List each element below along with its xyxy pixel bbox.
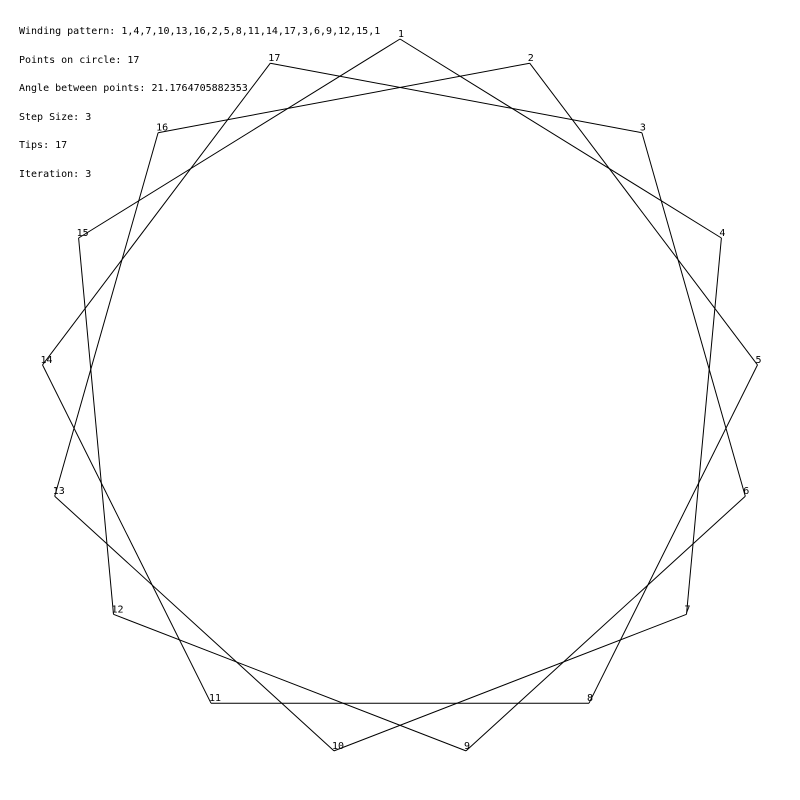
point-label-17: 17 bbox=[268, 53, 280, 64]
star-edge-13-16 bbox=[54, 132, 159, 497]
point-label-11: 11 bbox=[209, 693, 221, 704]
star-edge-2-5 bbox=[529, 62, 758, 366]
point-label-1: 1 bbox=[398, 29, 404, 40]
star-edge-12-15 bbox=[78, 237, 114, 615]
point-label-3: 3 bbox=[640, 123, 646, 134]
star-edge-7-10 bbox=[333, 613, 687, 752]
angle-between-points-text: Angle between points: 21.1764705882353 bbox=[19, 83, 248, 94]
point-label-8: 8 bbox=[587, 693, 593, 704]
point-label-4: 4 bbox=[719, 228, 725, 239]
star-edge-16-2 bbox=[158, 62, 530, 134]
point-label-14: 14 bbox=[41, 355, 53, 366]
point-label-12: 12 bbox=[112, 604, 124, 615]
star-edge-14-17 bbox=[42, 62, 271, 366]
points-on-circle-text: Points on circle: 17 bbox=[19, 54, 140, 66]
step-size-text: Step Size: 3 bbox=[19, 111, 92, 123]
point-label-2: 2 bbox=[528, 53, 534, 64]
star-edge-11-14 bbox=[42, 364, 212, 704]
point-label-10: 10 bbox=[332, 741, 344, 752]
point-label-16: 16 bbox=[156, 123, 168, 134]
star-edge-4-7 bbox=[686, 237, 722, 615]
winding-pattern-text: Winding pattern: 1,4,7,10,13,16,2,5,8,11… bbox=[19, 26, 381, 37]
point-label-6: 6 bbox=[743, 486, 749, 497]
star-edge-9-12 bbox=[113, 613, 467, 752]
point-label-9: 9 bbox=[464, 741, 470, 752]
point-label-15: 15 bbox=[77, 228, 89, 239]
star-edge-3-6 bbox=[641, 132, 746, 497]
star-edge-10-13 bbox=[54, 495, 335, 752]
info-panel: Winding pattern: 1,4,7,10,13,16,2,5,8,11… bbox=[19, 8, 380, 189]
point-label-5: 5 bbox=[756, 355, 762, 366]
star-edge-15-1 bbox=[78, 38, 401, 239]
star-edge-17-3 bbox=[270, 62, 642, 134]
iteration-text: Iteration: 3 bbox=[19, 168, 92, 180]
star-edge-5-8 bbox=[588, 364, 758, 704]
star-edge-1-4 bbox=[399, 38, 722, 239]
point-label-7: 7 bbox=[685, 604, 691, 615]
tips-text: Tips: 17 bbox=[19, 140, 68, 151]
star-edge-6-9 bbox=[465, 495, 746, 752]
point-label-13: 13 bbox=[53, 486, 65, 497]
